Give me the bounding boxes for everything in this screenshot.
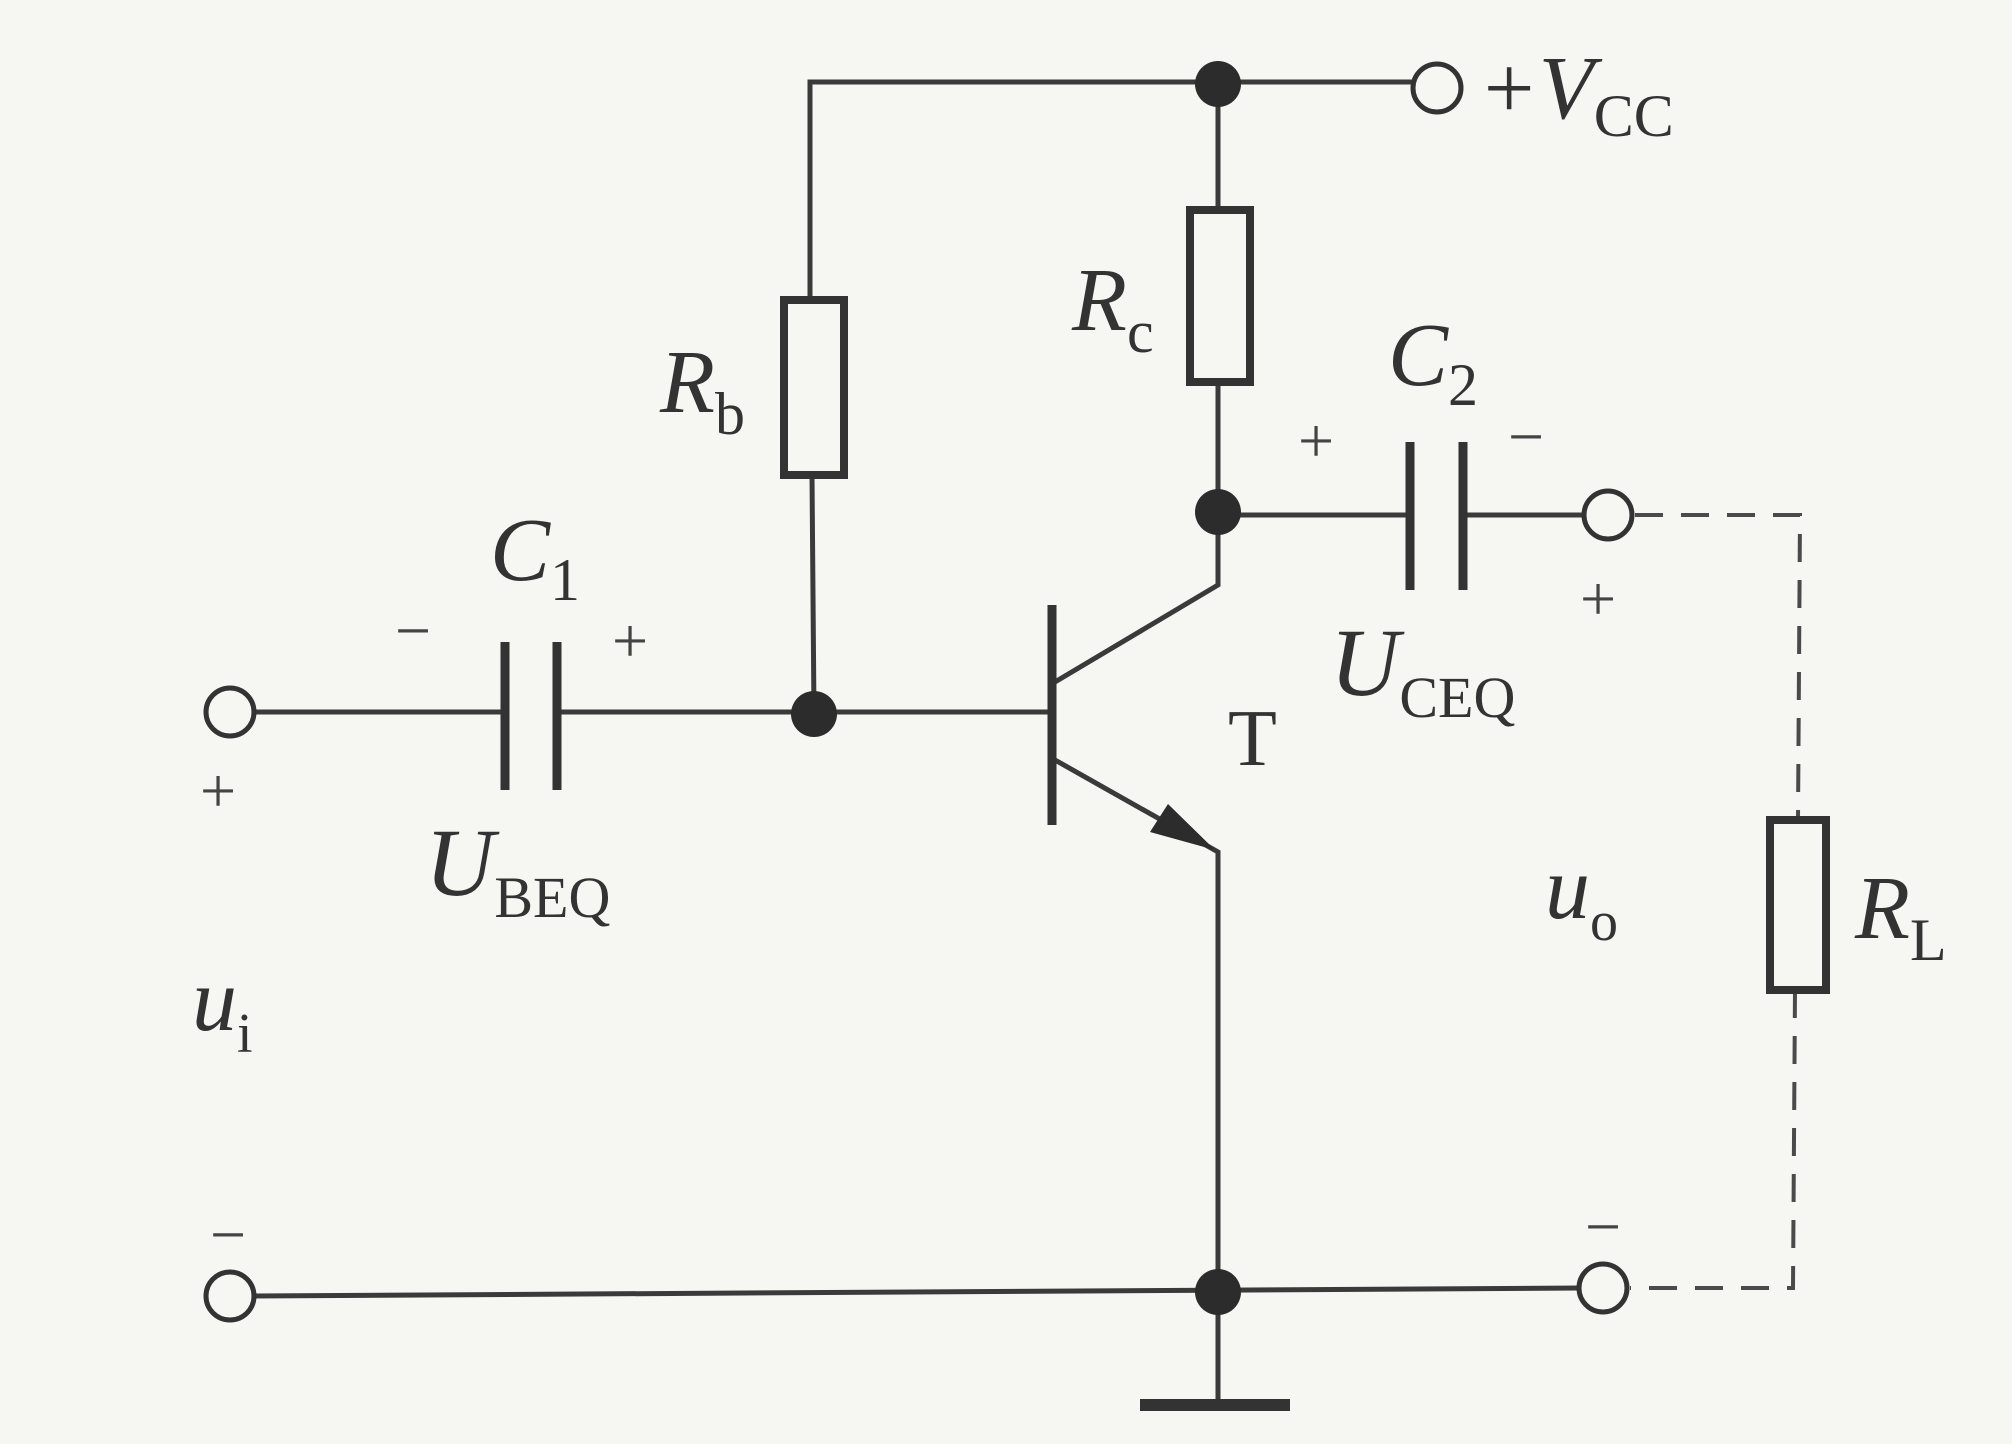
node-ground (1195, 1269, 1241, 1315)
resistor-rc (1186, 206, 1254, 386)
resistor-rb (780, 296, 848, 479)
sign-input-minus: − (210, 1199, 246, 1270)
label-vcc: +VCC (1478, 39, 1674, 149)
sign-c2-left: + (1298, 405, 1334, 476)
node-base (791, 691, 837, 737)
terminal-input-plus (203, 685, 257, 739)
emitter-wire (1051, 756, 1221, 1403)
label-ui: ui (192, 951, 253, 1065)
emitter-arrow-icon (1150, 804, 1215, 850)
label-rb: Rb (659, 333, 745, 447)
collector-wire (1051, 507, 1221, 686)
terminal-input-minus (203, 1269, 257, 1323)
node-collector (1195, 489, 1241, 535)
label-transistor: T (1228, 695, 1277, 783)
load-dashed-return-wire (1630, 989, 1797, 1290)
terminal-output-minus (1576, 1261, 1630, 1315)
rb-bottom-wire (809, 472, 817, 718)
label-c2: C2 (1388, 306, 1478, 418)
terminal-vcc (1410, 61, 1464, 115)
resistor-rl (1766, 816, 1830, 994)
load-dashed-wire (1635, 513, 1803, 821)
node-vcc (1195, 61, 1241, 107)
sign-output-minus: − (1585, 1191, 1621, 1262)
label-ubeq: UBEQ (425, 809, 610, 930)
sign-input-plus: + (200, 755, 236, 826)
sign-c1-right: + (612, 605, 648, 676)
ground-rail-wire (249, 1285, 1581, 1299)
label-rc: Rc (1071, 251, 1154, 365)
label-rl: RL (1854, 859, 1947, 973)
vcc-rail-wire (807, 79, 1413, 393)
terminal-output-plus (1581, 488, 1635, 542)
sign-c1-left: − (395, 595, 431, 666)
sign-c2-right: − (1508, 401, 1544, 472)
label-uo: uo (1545, 839, 1618, 953)
label-uceq: UCEQ (1330, 609, 1515, 730)
sign-output-plus: + (1580, 563, 1616, 634)
label-c1: C1 (490, 501, 580, 613)
